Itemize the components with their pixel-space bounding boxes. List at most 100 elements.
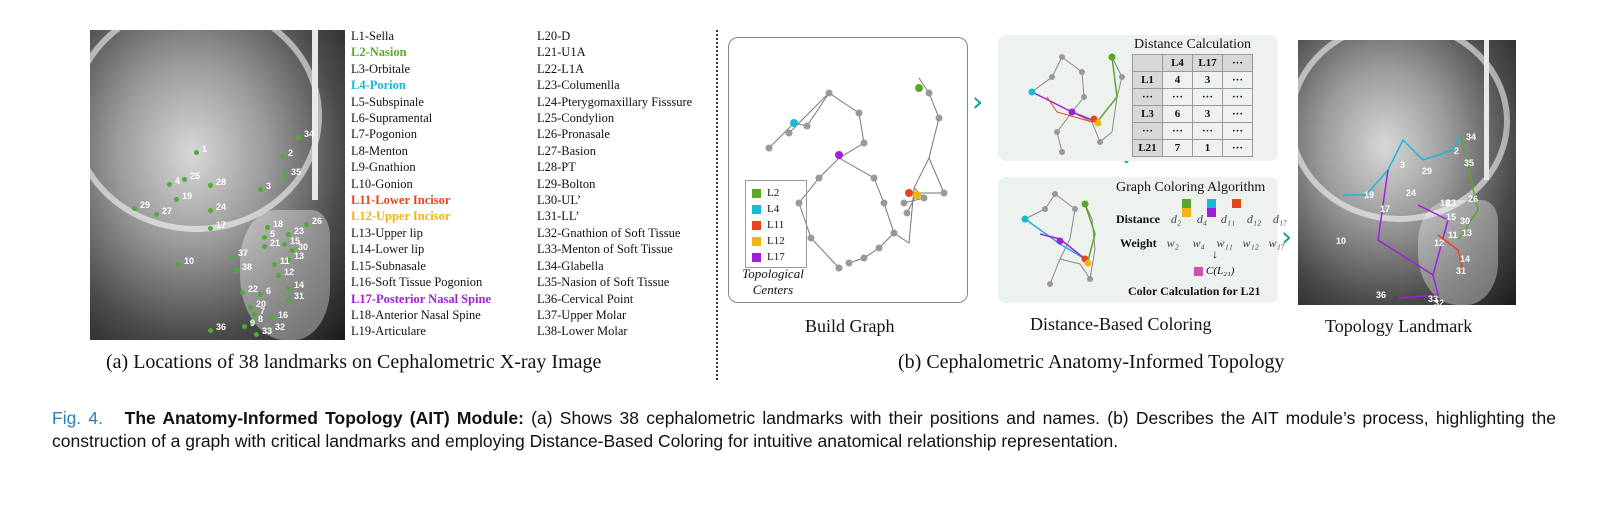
landmark-number: 32 <box>275 322 286 332</box>
color-swatches <box>1182 199 1278 217</box>
landmark-dot <box>276 273 281 278</box>
topology-number: 11 <box>1448 230 1458 240</box>
legend-label: L11 <box>767 219 785 231</box>
value-cell: w₁₁ <box>1216 236 1233 250</box>
swatch-l17 <box>1207 208 1216 217</box>
topology-number: 19 <box>1364 190 1375 200</box>
table-cell: ··· <box>1222 71 1253 89</box>
topology-number: 30 <box>1460 216 1471 226</box>
landmark-dot <box>252 312 257 317</box>
landmark-dot <box>267 328 272 333</box>
legend-item: L17 <box>752 249 806 265</box>
landmark-item: L24-Pterygomaxillary Fisssure <box>537 94 693 109</box>
landmark-number: 16 <box>278 310 289 320</box>
landmark-number: 25 <box>190 171 201 181</box>
landmark-dot <box>258 187 263 192</box>
ruler <box>312 30 318 200</box>
landmark-item: L35-Nasion of Soft Tissue <box>537 275 670 290</box>
table-cell: ··· <box>1132 122 1163 140</box>
landmark-item: L29-Bolton <box>537 176 596 191</box>
landmark-number: 23 <box>294 226 305 236</box>
landmark-number: 19 <box>182 191 193 201</box>
landmark-dot <box>286 232 291 237</box>
landmark-item: L38-Lower Molar <box>537 324 628 339</box>
table-header-cell: L17 <box>1192 54 1223 72</box>
landmark-item: L16-Soft Tissue Pogonion <box>351 275 483 290</box>
table-cell: 3 <box>1192 105 1223 123</box>
landmark-item: L33-Menton of Soft Tissue <box>537 242 673 257</box>
landmark-dot <box>208 208 213 213</box>
chevron-right-icon: › <box>1281 220 1293 253</box>
landmark-item: L19-Articulare <box>351 324 426 339</box>
skull-outline <box>90 30 322 232</box>
topology-number: 3 <box>1400 160 1406 170</box>
landmark-number: 14 <box>294 280 305 290</box>
legend-label: L4 <box>767 203 780 215</box>
landmark-dot <box>280 154 285 159</box>
legend-label: L17 <box>767 251 785 263</box>
legend-item: L12 <box>752 233 806 249</box>
landmark-number: 6 <box>266 286 272 296</box>
value-cell: d₁₇ <box>1272 212 1288 226</box>
landmark-number: 4 <box>175 176 181 186</box>
landmark-item: L28-PT <box>537 160 576 175</box>
table-cell: L3 <box>1132 105 1163 123</box>
landmark-number: 8 <box>258 314 264 324</box>
node-l4 <box>790 119 798 127</box>
landmark-dot <box>250 320 255 325</box>
landmark-item: L18-Anterior Nasal Spine <box>351 307 481 322</box>
landmark-item: L2-Nasion <box>351 45 407 60</box>
landmark-number: 28 <box>216 177 227 187</box>
table-cell: ··· <box>1222 105 1253 123</box>
landmark-number: 22 <box>248 284 259 294</box>
topology-number: 26 <box>1468 194 1479 204</box>
topology-number: 14 <box>1460 254 1471 264</box>
landmark-dot <box>290 248 295 253</box>
landmark-number: 11 <box>280 256 290 266</box>
value-cell: d₄ <box>1196 212 1208 226</box>
landmark-item: L7-Pogonion <box>351 127 417 142</box>
table-cell: ··· <box>1132 88 1163 106</box>
landmark-item: L1-Sella <box>351 29 395 43</box>
table-row: ············ <box>1132 122 1253 140</box>
chevron-right-icon: › <box>972 85 984 118</box>
topology-number: 12 <box>1434 238 1445 248</box>
landmark-number: 36 <box>216 322 227 332</box>
value-cell: d₁₁ <box>1220 212 1236 226</box>
table-cell: ··· <box>1192 88 1223 106</box>
caption-body: (a) Shows 38 cephalometric landmarks wit… <box>52 408 1556 451</box>
table-cell: 1 <box>1192 139 1223 157</box>
topology-number: 15 <box>1446 212 1457 222</box>
distance-coloring-label: Distance-Based Coloring <box>1030 314 1212 334</box>
landmark-dot <box>208 183 213 188</box>
landmark-item: L17-Posterior Nasal Spine <box>351 291 492 306</box>
landmark-number: 2 <box>288 148 294 158</box>
landmark-item: L12-Upper Incisor <box>351 209 451 224</box>
panel-b-label: (b) Cephalometric Anatomy-Informed Topol… <box>898 351 1285 373</box>
table-cell: ··· <box>1222 139 1253 157</box>
topology-number: 31 <box>1456 266 1467 276</box>
landmark-item: L6-Supramental <box>351 111 433 126</box>
figure-caption: Fig. 4. The Anatomy-Informed Topology (A… <box>52 407 1556 453</box>
panel-divider <box>716 30 718 380</box>
legend-label: L12 <box>767 235 785 247</box>
table-row: ············ <box>1132 88 1253 106</box>
landmark-number: 30 <box>298 242 309 252</box>
topology-number: 34 <box>1466 132 1477 142</box>
landmark-number: 1 <box>202 144 208 154</box>
landmark-item: L14-Lower lip <box>351 242 425 257</box>
panel-a-label: (a) Locations of 38 landmarks on Cephalo… <box>106 351 602 373</box>
landmark-number: 13 <box>294 251 305 261</box>
legend-item: L4 <box>752 201 806 217</box>
landmark-number: 34 <box>304 129 315 139</box>
swatch-l11 <box>1232 199 1241 208</box>
landmark-item: L9-Gnathion <box>351 160 416 175</box>
arrow-down-icon: ↓ <box>1212 247 1218 261</box>
table-header-cell <box>1132 54 1163 72</box>
